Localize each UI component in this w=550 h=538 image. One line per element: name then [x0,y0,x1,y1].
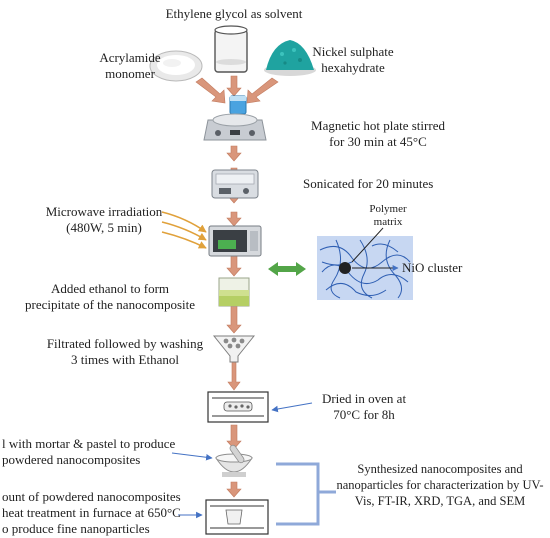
flow-arrow-4 [226,254,242,277]
polymer-matrix-inset [317,227,413,300]
label-grind: l with mortar & pastel to produce powder… [2,436,175,468]
label-characterize-line-3: Vis, FT-IR, XRD, TGA, and SEM [354,494,526,508]
arrow-from-nickel [246,77,279,104]
label-ethanol: Added ethanol to form precipitate of the… [10,281,210,313]
filter-funnel [212,335,256,363]
flow-arrows [226,145,242,498]
nickel-sulphate-powder [264,40,316,76]
flow-arrow-5 [226,304,242,334]
drying-oven [207,391,269,423]
label-acrylamide: Acrylamide monomer [98,50,162,82]
label-solvent: Ethylene glycol as solvent [165,6,303,21]
converging-arrows [195,75,279,104]
flow-arrow-3 [226,211,242,227]
microwave-irradiation-arrows [161,211,207,249]
furnace [205,499,269,535]
solvent-beaker [214,25,248,73]
label-characterize-line-1: Synthesized nanocomposites and [357,462,523,476]
label-filter-line-2: 3 times with Ethanol [71,352,179,367]
label-heat-line-3: o produce fine nanoparticles [2,521,150,536]
label-heat-line-2: heat treatment in furnace at 650°C [2,505,181,520]
label-acrylamide-line-2: monomer [105,66,155,81]
label-nio-cluster: NiO cluster [402,260,463,275]
flow-arrow-8 [226,481,242,498]
pointer-arrows [171,402,313,519]
label-ethanol-line-1: Added ethanol to form [50,281,170,296]
label-stir-line-2: for 30 min at 45°C [329,134,427,149]
label-ethanol-line-2: precipitate of the nanocomposite [24,297,196,312]
label-polymer-line-1: Polymer [369,203,407,215]
label-polymer-matrix: Polymer matrix [368,203,408,229]
label-stir: Magnetic hot plate stirred for 30 min at… [298,118,458,150]
label-dry-line-1: Dried in oven at [321,391,407,406]
label-microwave-line-2: (480W, 5 min) [66,220,142,235]
label-grind-line-2: powdered nanocomposites [2,452,141,467]
label-polymer-line-2: matrix [373,216,403,228]
label-characterize: Synthesized nanocomposites and nanoparti… [330,461,550,509]
label-grind-line-1: l with mortar & pastel to produce [2,436,176,451]
double-arrow [268,262,306,276]
characterization-bracket [276,462,336,526]
hot-plate-stirrer [203,95,267,141]
label-dry: Dried in oven at 70°C for 8h [314,391,414,423]
label-heat-line-1: ount of powdered nanocomposites [2,489,181,504]
label-microwave: Microwave irradiation (480W, 5 min) [44,204,164,236]
label-nickel-line-2: hexahydrate [321,60,385,75]
sonicator-bath [211,169,259,199]
label-acrylamide-line-1: Acrylamide [99,50,161,65]
arrow-from-acrylamide [195,77,226,104]
label-characterize-line-2: nanoparticles for characterization by UV… [336,478,544,492]
label-filter: Filtrated followed by washing 3 times wi… [40,336,210,368]
mortar-pestle [215,444,253,477]
ethanol-precipitate-vial [218,277,250,307]
label-nickel-line-1: Nickel sulphate [312,44,394,59]
label-sonicate: Sonicated for 20 minutes [303,176,434,191]
label-stir-line-1: Magnetic hot plate stirred [311,118,445,133]
label-filter-line-1: Filtrated followed by washing [46,336,204,351]
arrow-from-solvent [226,75,242,97]
flow-arrow-6 [227,361,241,391]
label-heat: ount of powdered nanocomposites heat tre… [2,489,181,537]
label-nickel: Nickel sulphate hexahydrate [308,44,398,76]
acrylamide-dish [149,50,203,82]
label-dry-line-2: 70°C for 8h [333,407,395,422]
flow-arrow-7 [226,424,242,450]
label-microwave-line-1: Microwave irradiation [45,204,163,219]
flow-arrow-1 [226,145,242,162]
microwave-oven [208,225,262,257]
